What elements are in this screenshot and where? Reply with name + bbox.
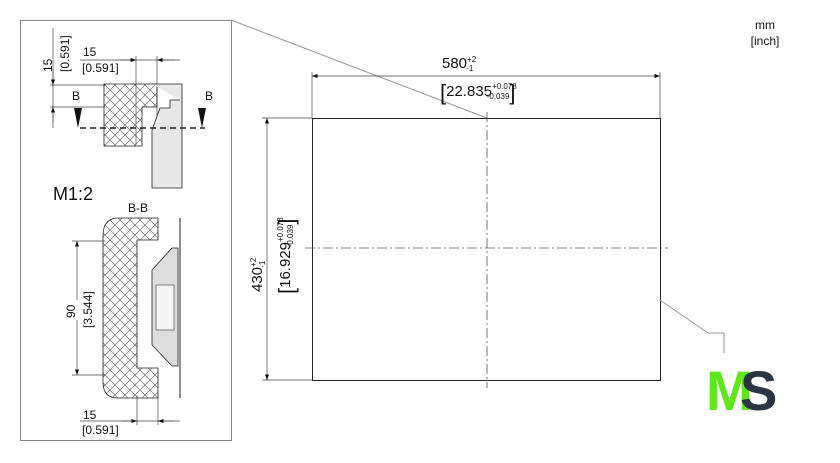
mechanism-top-view [151, 83, 183, 189]
handle-section-view [102, 217, 159, 399]
dim-top-15: 15 [83, 45, 97, 59]
section-mark-left: B [72, 89, 80, 103]
main-view: 580+2-1 [22.835+0.078-0.039] 430+2-1 [16… [249, 55, 725, 388]
height-mm: 430+2-1 [249, 257, 267, 292]
logo-letter-m: M [706, 359, 749, 422]
scale-label: M1:2 [53, 184, 93, 204]
width-mm: 580+2-1 [442, 55, 477, 73]
logo-letter-s: S [740, 359, 777, 422]
ms-logo: M S [706, 359, 777, 422]
dim-90: 90 [64, 304, 78, 318]
units-mm: mm [755, 18, 775, 32]
handle-top-view [103, 83, 158, 147]
dim-bottom-15-inch: [0.591] [82, 423, 119, 437]
section-title: B-B [128, 201, 148, 215]
dim-side-15: 15 [41, 58, 55, 72]
width-inch: [22.835+0.078-0.039] [440, 80, 517, 105]
section-arrow-right [198, 108, 206, 128]
dim-side-15-inch: [0.591] [58, 35, 72, 72]
section-arrow-left [74, 108, 82, 128]
panel-outline [312, 118, 661, 381]
dim-90-inch: [3.544] [81, 291, 95, 328]
dim-bottom-15: 15 [83, 408, 97, 422]
leader-line [230, 19, 488, 119]
detail-panel: 15 [0.591] 15 [0.591] B B M1:2 B-B 90 [3… [20, 19, 488, 441]
dim-top-15-inch: [0.591] [82, 61, 119, 75]
units-inch: [inch] [751, 34, 780, 48]
height-inch: [16.929+0.078-0.039] [274, 217, 299, 294]
section-mark-right: B [205, 89, 213, 103]
logo-leader-line [659, 299, 725, 353]
